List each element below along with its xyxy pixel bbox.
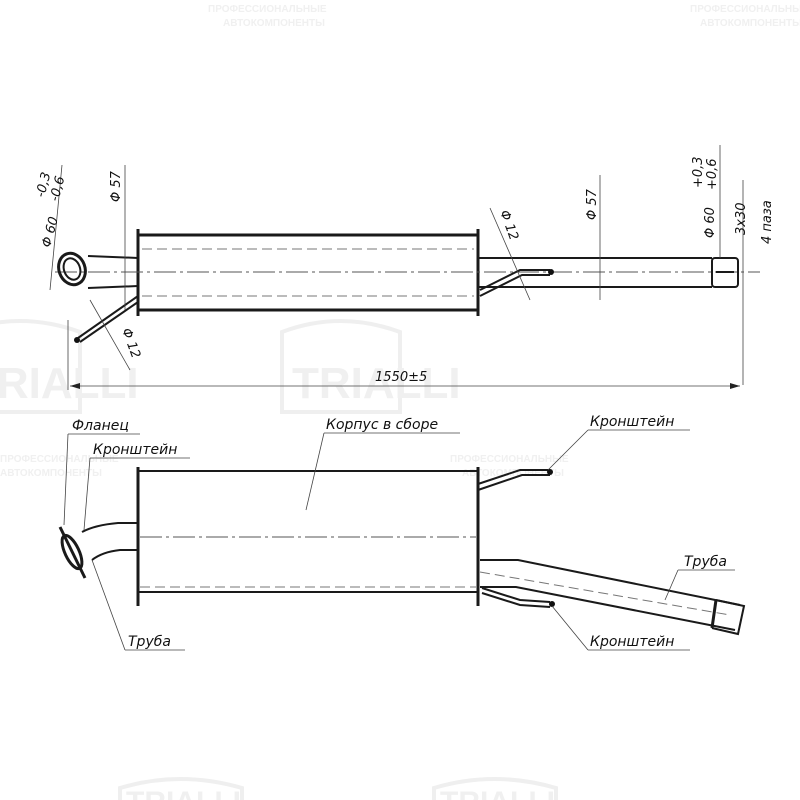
inlet-pipe — [87, 255, 139, 259]
dim-inlet-pipe-diameter: Φ 57 — [109, 170, 124, 202]
outlet-pipe-side — [480, 559, 741, 606]
svg-text:TRIALLI: TRIALLI — [292, 359, 461, 408]
inlet-flange — [57, 251, 87, 287]
outlet-lower-bracket-side — [481, 587, 551, 603]
dim-slot-count: 4 паза — [760, 200, 775, 244]
watermark-tagline: АВТОКОМПОНЕНТЫ — [223, 18, 325, 29]
watermark-logo: TRIALLI — [0, 319, 139, 414]
outlet-bracket — [479, 269, 550, 291]
watermark-layer: ПРОФЕССИОНАЛЬНЫЕ АВТОКОМПОНЕНТЫ ПРОФЕССИ… — [0, 4, 800, 800]
dim-outlet-end-tol-upper: +0,3 — [691, 156, 706, 188]
dim-overall-length: 1550±5 — [375, 370, 427, 385]
label-outlet-upper-bracket: Кронштейн — [590, 414, 674, 430]
watermark-tagline: АВТОКОМПОНЕНТЫ — [0, 468, 102, 479]
watermark-logo: TRIALLI — [280, 319, 461, 414]
side-view: Фланец Кронштейн Корпус в сборе Кронштей… — [58, 414, 746, 651]
outlet-slotted-end — [711, 257, 739, 288]
dim-inlet-flange-tol-lower: -0,6 — [47, 175, 68, 203]
outlet-end-side — [711, 599, 746, 636]
label-inlet-bracket: Кронштейн — [93, 442, 177, 458]
label-inlet-pipe: Труба — [128, 634, 171, 650]
outlet-upper-bracket-side — [477, 469, 550, 485]
watermark-tagline: ПРОФЕССИОНАЛЬНЫЕ — [208, 4, 327, 15]
top-view: Φ 60 -0,3 -0,6 Φ 57 Φ 12 Φ 12 Φ 57 Φ 60 … — [33, 145, 775, 390]
watermark-tagline: ПРОФЕССИОНАЛЬНЫЕ — [690, 4, 800, 15]
label-outlet-lower-bracket: Кронштейн — [590, 634, 674, 650]
svg-text:TRIALLI: TRIALLI — [0, 359, 139, 408]
muffler-body-side — [137, 470, 479, 593]
dim-outlet-bracket-diameter: Φ 12 — [496, 208, 521, 242]
label-outlet-pipe: Труба — [684, 554, 727, 570]
watermark-tagline: АВТОКОМПОНЕНТЫ — [700, 18, 800, 29]
inlet-pipe-side — [81, 522, 138, 533]
watermark-logo: TRIALLI — [118, 777, 244, 800]
dim-slot-size: 3x30 — [734, 202, 749, 235]
dimension-lines — [49, 145, 744, 390]
watermark-tagline: АВТОКОМПОНЕНТЫ — [462, 468, 564, 479]
svg-text:TRIALLI: TRIALLI — [440, 786, 555, 800]
watermark-logo: TRIALLI — [432, 777, 558, 800]
dim-inlet-flange-tol-upper: -0,3 — [33, 171, 54, 199]
dim-outlet-end-diameter: Φ 60 — [703, 207, 718, 238]
watermark-tagline: ПРОФЕССИОНАЛЬНЫЕ — [0, 454, 119, 465]
watermark-tagline: ПРОФЕССИОНАЛЬНЫЕ — [450, 454, 569, 465]
leader-lines — [63, 429, 735, 651]
label-flange: Фланец — [72, 418, 129, 434]
dim-outlet-pipe-diameter: Φ 57 — [585, 188, 600, 220]
svg-text:TRIALLI: TRIALLI — [126, 786, 241, 800]
inlet-bracket — [77, 295, 139, 339]
label-body-assembly: Корпус в сборе — [326, 417, 438, 433]
dim-inlet-flange-diameter: Φ 60 — [39, 215, 61, 249]
dim-outlet-end-tol-lower: +0,6 — [705, 158, 720, 190]
